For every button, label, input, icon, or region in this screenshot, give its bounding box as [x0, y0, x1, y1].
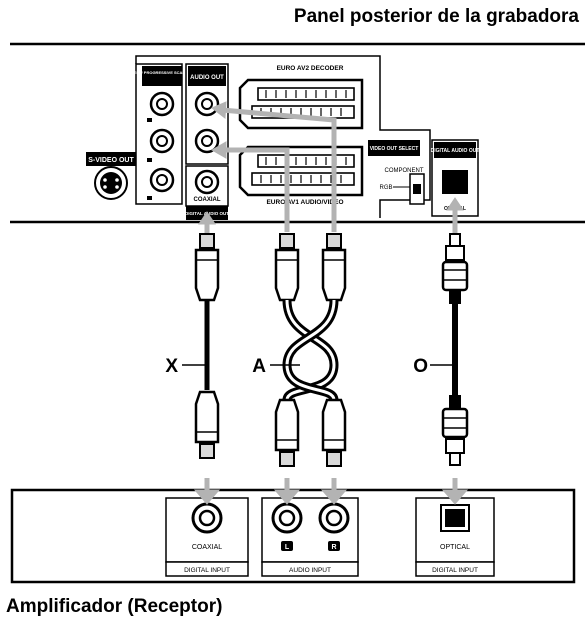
coaxial-out-label: COAXIAL: [194, 197, 221, 203]
amp-left-badge: L: [285, 544, 290, 551]
amp-right-badge: R: [331, 544, 336, 551]
video-out-select-switch: VIDEO OUT SELECT COMPONENT RGB: [368, 140, 425, 205]
amp-coaxial-input: COAXIAL DIGITAL INPUT: [165, 497, 249, 577]
cable-o-label: O: [413, 356, 428, 377]
component-switch-label: COMPONENT: [385, 168, 424, 174]
audio-out-label: AUDIO OUT: [190, 75, 224, 81]
amp-digital-input-label-2: DIGITAL INPUT: [432, 567, 478, 574]
amp-optical-input: OPTICAL DIGITAL INPUT: [415, 497, 495, 577]
cable-o-optical: O: [413, 233, 469, 466]
video-out-select-label: VIDEO OUT SELECT: [370, 146, 419, 152]
amp-audio-input: L R AUDIO INPUT: [261, 497, 359, 577]
amplifier-title: Amplificador (Receptor): [6, 596, 223, 617]
digital-audio-out-label: DIGITAL AUDIO OUT: [431, 148, 480, 154]
cable-a-audio: A: [252, 233, 347, 467]
cable-a-label: A: [252, 356, 266, 377]
amp-digital-input-label-1: DIGITAL INPUT: [184, 567, 230, 574]
svideo-out-jack: S-VIDEO OUT: [86, 152, 136, 200]
component-label: COMPONENT/ PROGRESSIVE SCAN VIDEO OUT: [116, 70, 209, 75]
amplifier-panel: COAXIAL DIGITAL INPUT L R AUDIO INPUT OP…: [10, 488, 576, 584]
amp-optical-label: OPTICAL: [440, 544, 470, 551]
rgb-label: RGB: [379, 185, 392, 191]
euro-av1-scart: EURO AV1 AUDIO/VIDEO: [238, 145, 364, 206]
recorder-panel: S-VIDEO OUT COMPONENT/ PROGRESSIVE SCAN …: [10, 42, 585, 224]
recorder-arrows: [198, 101, 464, 236]
page-title: Panel posterior de la grabadora: [293, 6, 579, 27]
amplifier-arrows: [193, 478, 469, 505]
euro-av1-label: EURO AV1 AUDIO/VIDEO: [266, 199, 343, 206]
component-video-out: COMPONENT/ PROGRESSIVE SCAN VIDEO OUT: [116, 63, 209, 205]
euro-av2-scart: EURO AV2 DECODER: [238, 65, 364, 130]
amp-audio-input-label: AUDIO INPUT: [289, 567, 331, 574]
panel-outline: [135, 55, 431, 218]
amp-coaxial-label: COAXIAL: [192, 544, 222, 551]
svideo-label: S-VIDEO OUT: [88, 157, 134, 164]
cable-x-coaxial: X: [165, 233, 220, 459]
cable-x-label: X: [165, 356, 178, 377]
euro-av2-label: EURO AV2 DECODER: [277, 65, 344, 72]
